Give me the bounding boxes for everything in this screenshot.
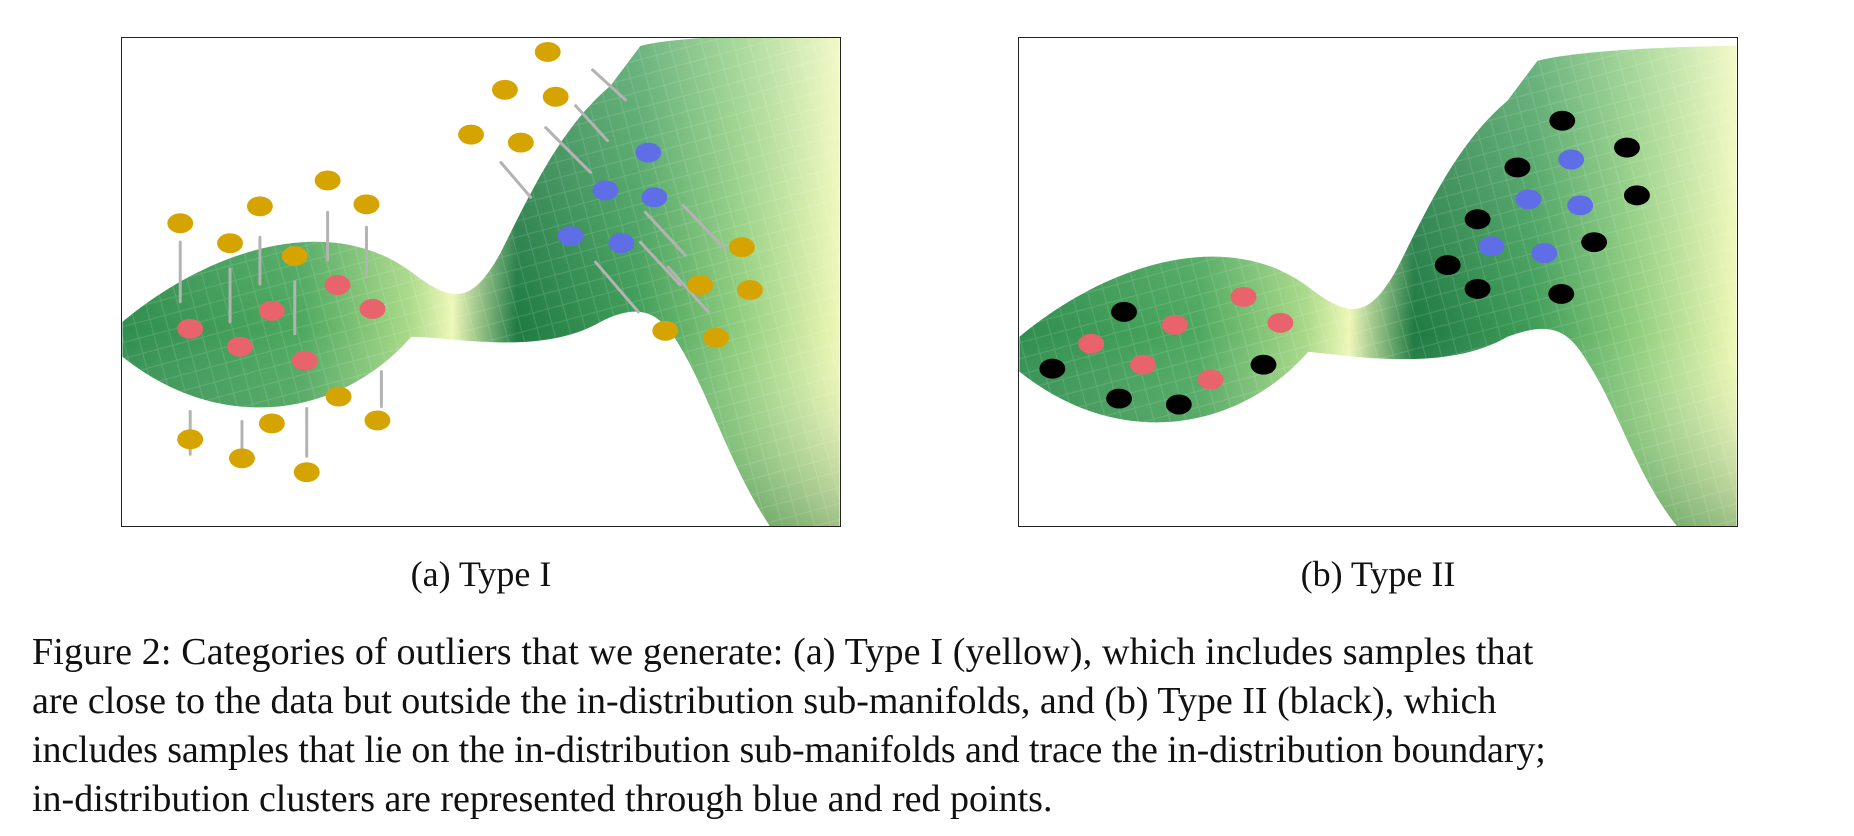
subcaption-type-i: (a) Type I — [410, 554, 552, 594]
green-manifold-surface — [122, 38, 840, 526]
figure-caption: Figure 2: Categories of outliers that we… — [32, 628, 1832, 824]
in-distribution-points-blue — [1478, 149, 1594, 264]
caption-line: are close to the data but outside the in… — [32, 680, 1497, 722]
type-i-outlier-points-yellow — [167, 41, 763, 483]
in-distribution-points-red — [177, 275, 386, 371]
in-distribution-points-blue — [557, 142, 668, 254]
caption-line: Figure 2: Categories of outliers that we… — [32, 631, 1534, 673]
manifold-illustration-type-i — [122, 38, 840, 526]
type-ii-outlier-points-black — [1039, 110, 1650, 415]
panel-type-ii — [1018, 37, 1738, 527]
panel-type-i — [121, 37, 841, 527]
in-distribution-points-red — [1078, 286, 1294, 390]
projection-stems — [178, 68, 727, 465]
green-manifold-surface — [1019, 45, 1737, 526]
caption-line: in-distribution clusters are represented… — [32, 778, 1053, 820]
caption-line: includes samples that lie on the in-dist… — [32, 729, 1546, 771]
subcaption-type-ii: (b) Type II — [1300, 554, 1456, 594]
manifold-illustration-type-ii — [1019, 45, 1737, 526]
